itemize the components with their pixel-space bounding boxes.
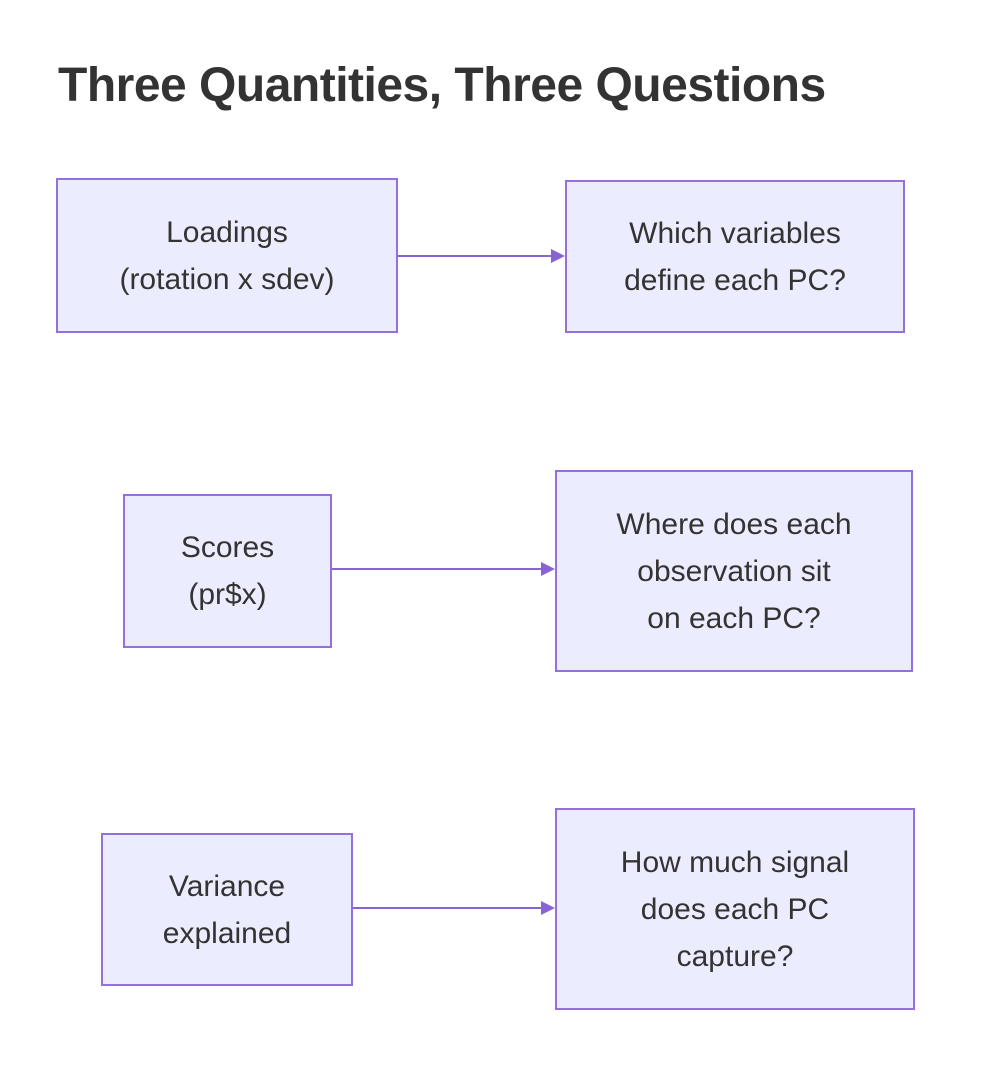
arrow-variance-to-question <box>353 901 555 915</box>
node-question-loadings: Which variables define each PC? <box>565 180 905 333</box>
node-label-line: (pr$x) <box>188 578 267 611</box>
node-label-line: Loadings <box>166 215 288 249</box>
node-question-variance: How much signal does each PC capture? <box>555 808 915 1010</box>
node-label-line: define each PC? <box>624 263 846 297</box>
node-question-scores: Where does each observation sit on each … <box>555 470 913 672</box>
arrow-scores-to-question <box>332 562 555 576</box>
node-label-line: How much signal <box>620 845 850 879</box>
node-label-line: on each PC? <box>647 601 821 635</box>
arrow-loadings-to-question <box>398 249 565 263</box>
node-label-line: explained <box>162 916 292 950</box>
node-loadings: Loadings (rotation x sdev) <box>56 178 398 333</box>
node-label-line: Where does each <box>616 507 852 541</box>
node-variance: Variance explained <box>101 833 353 986</box>
node-label-line: Variance <box>168 869 286 903</box>
node-label-line: (rotation x sdev) <box>119 262 335 296</box>
node-label-line: Which variables <box>629 216 841 250</box>
page-title: Three Quantities, Three Questions <box>58 59 826 112</box>
node-label-line: capture? <box>676 939 794 973</box>
node-label-line: observation sit <box>637 554 831 588</box>
node-label-line: Scores <box>180 531 275 564</box>
node-scores: Scores (pr$x) <box>123 494 332 648</box>
node-label-line: does each PC <box>640 892 830 926</box>
